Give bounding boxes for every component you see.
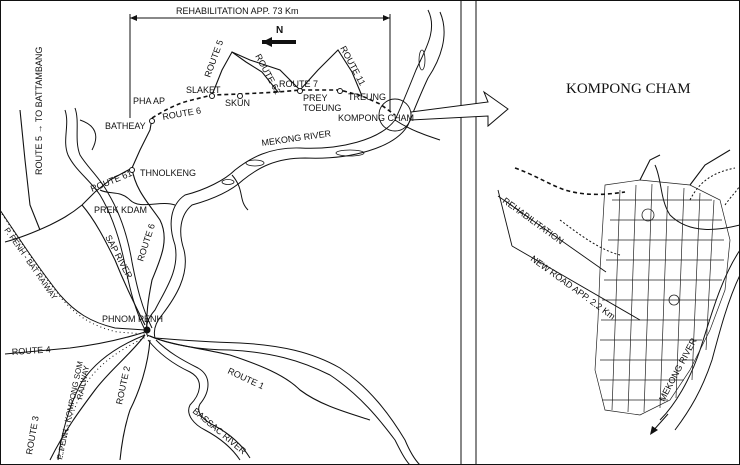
label-route-11: ROUTE 11 bbox=[338, 44, 367, 87]
detail-new-road-label: NEW ROAD APP. 2.2 Km bbox=[529, 254, 617, 322]
label-prey: PREY bbox=[303, 93, 328, 103]
label-route-5-top: ROUTE 5 bbox=[202, 39, 225, 79]
overview-map: REHABILITATION APP. 73 Km N bbox=[0, 5, 509, 465]
minor-streams bbox=[99, 119, 441, 211]
label-bassac-river: BASSAC RIVER bbox=[191, 406, 249, 457]
bassac-river bbox=[147, 339, 251, 461]
rehabilitation-road bbox=[151, 89, 396, 119]
rehabilitation-length-label: REHABILITATION APP. 73 Km bbox=[176, 6, 299, 16]
town-markers bbox=[129, 88, 412, 334]
label-kompong-cham: KOMPONG CHAM bbox=[338, 113, 414, 123]
label-treung: TREUNG bbox=[348, 92, 386, 102]
label-mekong-river: MEKONG RIVER bbox=[261, 128, 332, 148]
railways bbox=[0, 209, 149, 461]
label-toeung: TOEUNG bbox=[303, 103, 341, 113]
north-label: N bbox=[276, 25, 283, 36]
label-route-1: ROUTE 1 bbox=[226, 366, 266, 392]
label-route-2: ROUTE 2 bbox=[114, 365, 132, 405]
town-grid bbox=[594, 179, 731, 416]
river-flow-arrow bbox=[650, 413, 669, 435]
detail-title: KOMPONG CHAM bbox=[566, 81, 691, 97]
label-route-5-left: ROUTE 5 → TO BATTAMBANG bbox=[34, 47, 44, 175]
mekong-river bbox=[145, 9, 445, 465]
label-route-6-top: ROUTE 6 bbox=[162, 105, 202, 122]
label-railway-pp-bat: P. PENH - BAT RAIWAY bbox=[2, 226, 59, 302]
detail-map: KOMPONG CHAM REHABI bbox=[497, 81, 740, 435]
callout-arrow bbox=[410, 90, 509, 128]
rehabilitation-bracket bbox=[129, 5, 391, 118]
label-route-4: ROUTE 4 bbox=[11, 344, 51, 357]
label-prek-kdam: PREK KDAM bbox=[94, 205, 147, 215]
label-route-7: ROUTE 7 bbox=[279, 79, 318, 89]
label-route-6-mid: ROUTE 6 bbox=[135, 222, 157, 262]
label-slaket: SLAKET bbox=[186, 85, 221, 95]
label-route-3: ROUTE 3 bbox=[24, 415, 41, 455]
label-route-61: ROUTE 61 bbox=[89, 168, 134, 194]
label-skun: SKUN bbox=[225, 98, 250, 108]
north-arrow: N bbox=[262, 25, 296, 47]
label-batheay: BATHEAY bbox=[105, 121, 146, 131]
detail-dimension-lines bbox=[497, 189, 641, 321]
label-route-62: ROUTE 62 bbox=[253, 52, 282, 96]
sap-river bbox=[64, 107, 153, 331]
label-phnom-penh: PHNOM PENH bbox=[102, 314, 163, 324]
label-thnolkeng: THNOLKENG bbox=[140, 168, 196, 178]
detail-roads bbox=[514, 149, 740, 256]
label-pha-ap: PHA AP bbox=[133, 96, 165, 106]
